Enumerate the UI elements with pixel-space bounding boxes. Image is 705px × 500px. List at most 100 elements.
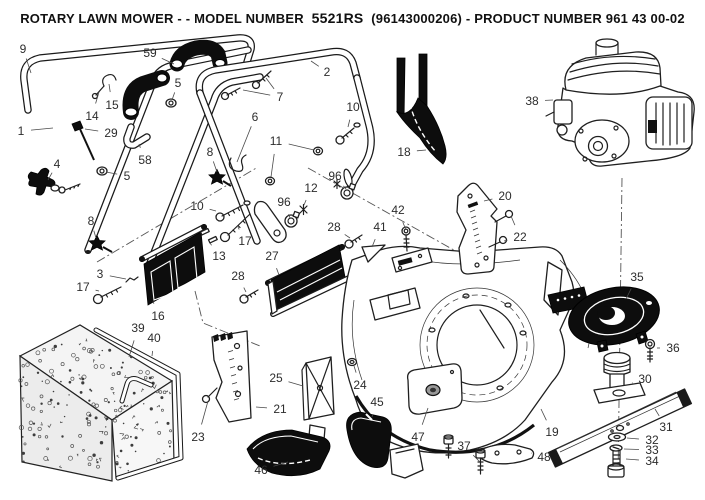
locknut-5 bbox=[165, 98, 177, 108]
speckle bbox=[87, 462, 92, 467]
speckle bbox=[60, 343, 63, 346]
part-number-30: 30 bbox=[638, 372, 652, 386]
speckle bbox=[23, 442, 27, 446]
leader-line-39 bbox=[128, 340, 135, 358]
part-number-7: 7 bbox=[277, 90, 284, 104]
bolt-17-mid bbox=[219, 231, 231, 243]
speckle bbox=[47, 423, 52, 429]
leader-line-96 bbox=[343, 185, 347, 190]
speckle bbox=[158, 390, 163, 394]
speckle bbox=[119, 433, 125, 437]
handle-bracket-arm bbox=[253, 200, 287, 244]
speckle bbox=[68, 380, 72, 384]
blade-adapter-30 bbox=[593, 351, 646, 404]
leader-line-42 bbox=[402, 221, 407, 231]
speckle bbox=[115, 462, 119, 466]
leader-line-10 bbox=[209, 208, 217, 212]
speckle bbox=[70, 444, 75, 448]
speckle bbox=[136, 423, 139, 426]
part-number-9: 9 bbox=[20, 42, 27, 56]
part-number-16: 16 bbox=[151, 309, 165, 323]
speckle bbox=[125, 404, 129, 408]
leader-line-96 bbox=[288, 214, 291, 219]
screw-22a bbox=[504, 209, 514, 219]
leader-line-11 bbox=[288, 143, 315, 151]
part-number-28: 28 bbox=[231, 269, 245, 283]
part-number-39: 39 bbox=[131, 321, 145, 335]
speckle bbox=[126, 462, 129, 466]
speckle bbox=[123, 404, 126, 407]
deflector-46 bbox=[246, 424, 331, 477]
rear-door-27 bbox=[239, 234, 363, 317]
speckle bbox=[58, 465, 63, 469]
bag-frame bbox=[93, 327, 184, 481]
cable-guide-6 bbox=[228, 154, 247, 172]
t-knob-4 bbox=[27, 167, 56, 196]
speckle bbox=[156, 404, 161, 408]
speckle bbox=[168, 445, 171, 448]
speckle bbox=[88, 399, 91, 402]
support-bracket-21 bbox=[201, 330, 252, 423]
leader-line-29 bbox=[84, 128, 99, 132]
speckle bbox=[82, 346, 86, 351]
speckle bbox=[120, 366, 123, 369]
engine bbox=[545, 38, 695, 167]
speckle bbox=[27, 426, 33, 432]
speckle bbox=[96, 461, 99, 464]
speckle bbox=[82, 449, 85, 452]
speckle bbox=[139, 428, 145, 432]
speckle bbox=[101, 349, 104, 352]
rear-door-16 bbox=[92, 224, 218, 306]
speckle bbox=[32, 433, 36, 437]
carburetor bbox=[553, 99, 573, 125]
speckle bbox=[86, 348, 92, 354]
part-number-29: 29 bbox=[104, 126, 118, 140]
nut-11b bbox=[264, 176, 276, 186]
speckle bbox=[21, 397, 25, 402]
speckle bbox=[108, 348, 112, 352]
part-number-40: 40 bbox=[147, 331, 161, 345]
part-number-13: 13 bbox=[212, 249, 226, 263]
speckle bbox=[76, 453, 79, 457]
speckle bbox=[116, 371, 121, 375]
speckle bbox=[35, 350, 41, 356]
handle-hardware bbox=[27, 73, 232, 253]
part-number-37: 37 bbox=[457, 439, 471, 453]
speckle bbox=[124, 434, 129, 439]
speckle bbox=[98, 431, 104, 434]
speckle bbox=[25, 403, 31, 408]
speckle bbox=[87, 456, 93, 462]
leader-line-25 bbox=[288, 381, 304, 387]
speckle bbox=[155, 390, 159, 394]
leader-line-41 bbox=[371, 238, 376, 248]
speckle bbox=[21, 436, 24, 438]
speckle bbox=[90, 348, 95, 353]
part-number-38: 38 bbox=[525, 94, 539, 108]
part-number-11: 11 bbox=[270, 134, 283, 148]
speckle bbox=[117, 407, 123, 413]
speckle bbox=[96, 464, 100, 469]
speckle bbox=[22, 376, 25, 379]
rod-29 bbox=[79, 128, 95, 161]
leader-line-13 bbox=[209, 242, 212, 246]
speckle bbox=[18, 425, 24, 431]
grip-end-opening bbox=[124, 107, 138, 117]
speckle bbox=[53, 406, 55, 408]
part-number-47: 47 bbox=[411, 430, 425, 444]
part-number-5: 5 bbox=[175, 76, 182, 90]
leader-line-59 bbox=[161, 58, 175, 65]
part-number-10: 10 bbox=[346, 100, 360, 114]
part-number-33: 33 bbox=[645, 443, 659, 457]
leader-line-5 bbox=[105, 171, 118, 175]
speckle bbox=[122, 422, 125, 425]
leader-line-7 bbox=[265, 77, 275, 90]
speckle bbox=[96, 458, 98, 462]
leader-line-34 bbox=[625, 458, 640, 461]
part-number-2: 2 bbox=[324, 65, 331, 79]
eyelet-12 bbox=[299, 203, 308, 216]
speckle bbox=[143, 375, 148, 380]
part-number-28: 28 bbox=[327, 220, 341, 234]
speckle bbox=[132, 414, 136, 419]
leader-line-58 bbox=[138, 143, 141, 148]
speckle bbox=[49, 398, 53, 402]
